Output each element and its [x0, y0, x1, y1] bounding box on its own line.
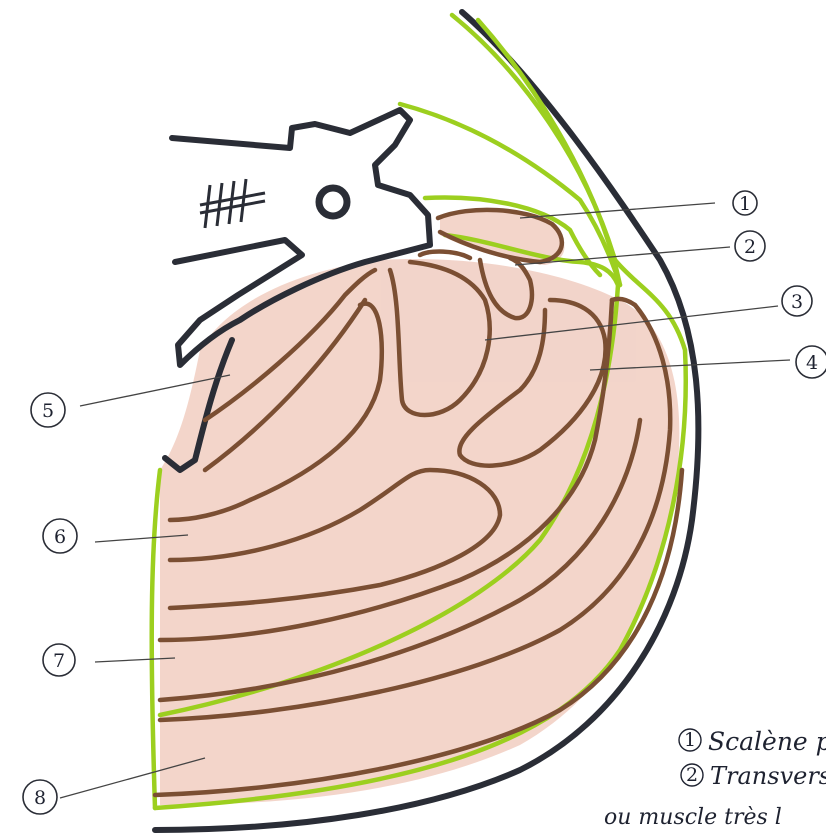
muscle-fill-main — [160, 259, 679, 805]
legend-item-2: Transvers — [710, 762, 826, 790]
legend-item-2-continued: ou muscle très l — [604, 805, 782, 830]
legend-number-2: 2 — [686, 764, 698, 786]
hatch-mark — [200, 179, 265, 228]
label-7: 7 — [53, 650, 65, 672]
label-6: 6 — [54, 526, 66, 548]
leader-1 — [520, 203, 715, 218]
label-2: 2 — [744, 236, 756, 258]
legend-item-1: Scalène p — [708, 727, 826, 756]
label-8: 8 — [34, 787, 46, 809]
label-4: 4 — [806, 352, 818, 374]
label-3: 3 — [791, 291, 803, 313]
legend: 1 Scalène p 2 Transvers ou muscle très l — [604, 727, 826, 830]
label-1: 1 — [739, 193, 751, 215]
vertebral-foramen — [319, 188, 347, 216]
label-5: 5 — [42, 400, 54, 422]
legend-number-1: 1 — [684, 729, 696, 751]
muscle-thin-border — [420, 252, 470, 258]
